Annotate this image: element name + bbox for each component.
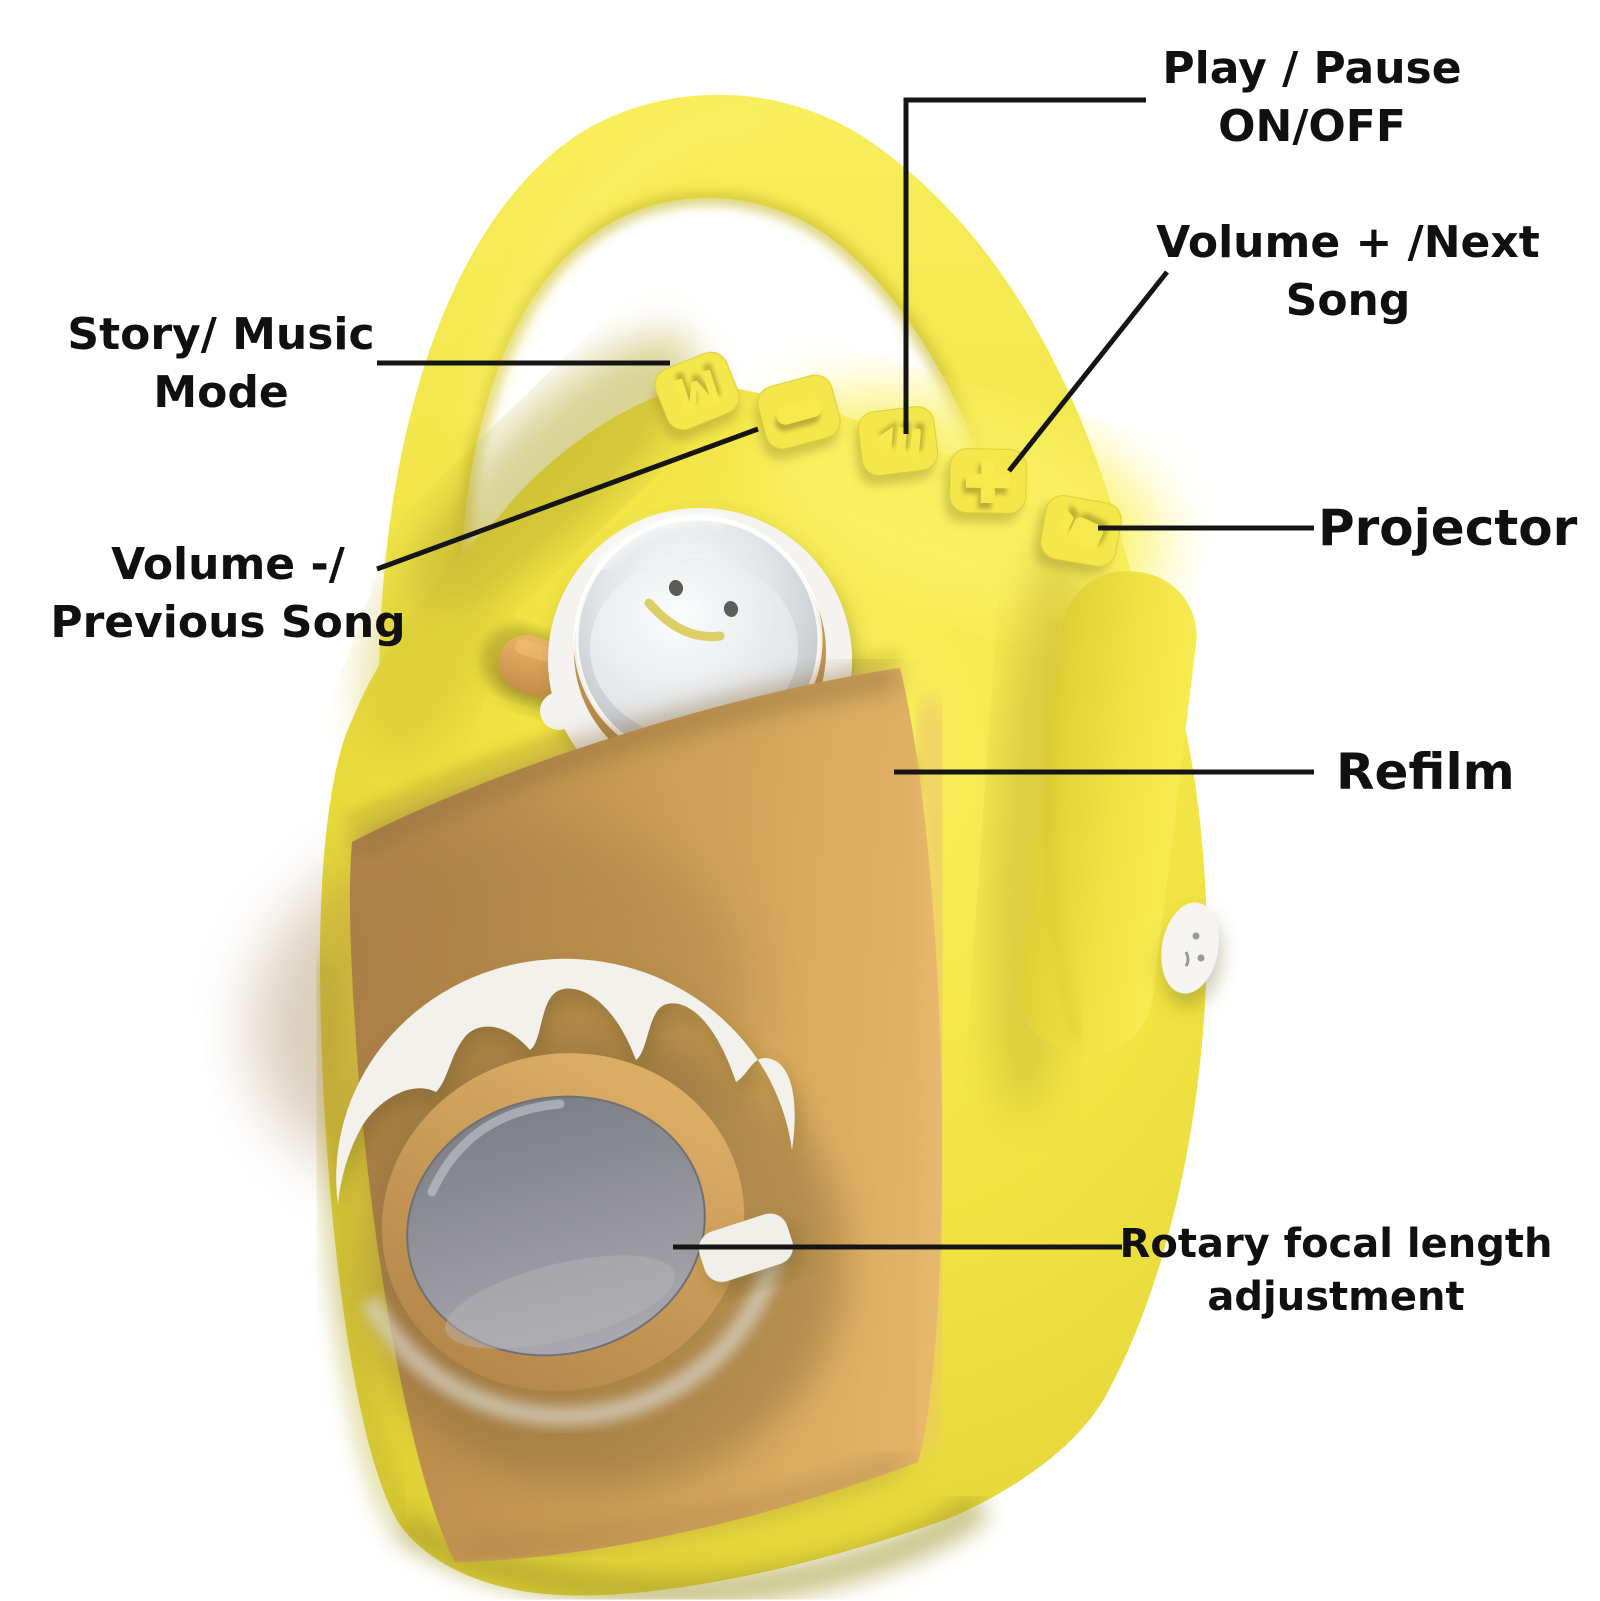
projector-icon [1054, 508, 1104, 550]
label-play-pause-line2: ON/OFF [1218, 101, 1406, 153]
front-lens [336, 958, 845, 1487]
minus-icon [776, 399, 822, 425]
label-projector: Projector [1318, 499, 1578, 557]
leader-volume-prev [376, 426, 759, 572]
plus-icon [965, 458, 1011, 504]
label-refilm: Refilm [1336, 743, 1515, 801]
volume-up-button [949, 448, 1027, 514]
label-story-mode: Story/ Music Mode [67, 306, 374, 422]
volume-down-button [757, 374, 841, 450]
label-rotary-line2: adjustment [1207, 1273, 1465, 1320]
label-story-mode-line1: Story/ Music [67, 309, 375, 360]
button-row: M [654, 351, 1122, 567]
label-volume-prev-line2: Previous Song [50, 597, 406, 649]
play-pause-icon [875, 426, 921, 457]
character-eye-left [668, 580, 684, 596]
handle-right-leg [1018, 570, 1219, 1055]
leader-play-pause [903, 97, 1146, 434]
label-volume-prev: Volume -/ Previous Song [50, 536, 405, 652]
label-volume-next-line2: Song [1285, 275, 1411, 327]
leader-volume-next [1007, 270, 1169, 473]
play-pause-button [857, 406, 939, 476]
label-rotary-line1: Rotary focal length [1119, 1221, 1553, 1267]
leader-lines [376, 97, 1314, 1250]
label-play-pause-line1: Play / Pause [1162, 43, 1462, 94]
lens-glass [406, 1095, 706, 1357]
story-music-mode-button: M [654, 351, 740, 431]
lens-wavy-ring [336, 958, 795, 1205]
label-story-mode-line2: Mode [153, 367, 289, 419]
label-volume-next-line1: Volume + /Next [1156, 217, 1540, 268]
character-eye-right [723, 601, 739, 617]
character-smile [644, 598, 725, 642]
projector-button [1040, 495, 1122, 567]
label-play-pause: Play / Pause ON/OFF [1162, 40, 1461, 156]
label-volume-next: Volume + /Next Song [1156, 214, 1540, 330]
label-volume-prev-line1: Volume -/ [111, 539, 345, 590]
label-rotary: Rotary focal length adjustment [1120, 1218, 1553, 1324]
side-white-button [1161, 902, 1219, 994]
